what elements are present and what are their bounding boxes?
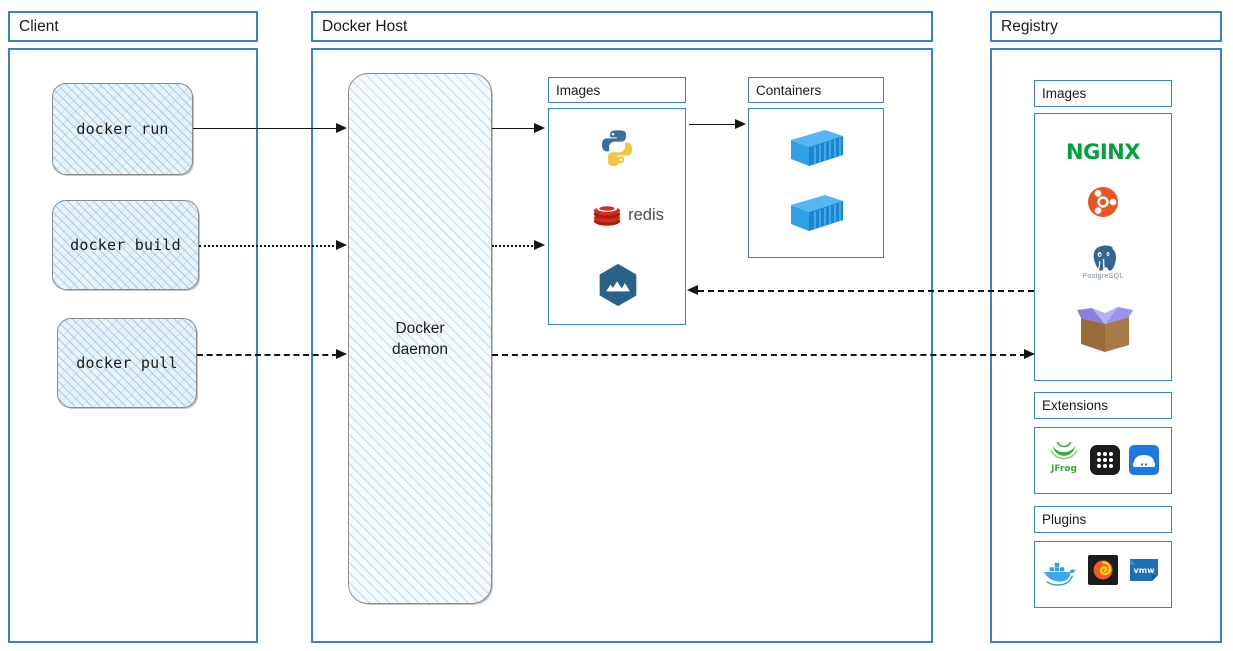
client-panel-title: Client (8, 11, 258, 42)
redis-icon: redis (578, 198, 678, 232)
jfrog-icon: JFrog (1042, 440, 1086, 482)
registry-extensions-title-label: Extensions (1042, 398, 1109, 413)
postgresql-label: PostgreSQL (1082, 273, 1124, 280)
command-label-docker-build: docker build (70, 236, 181, 254)
registry-plugins-title-label: Plugins (1042, 512, 1087, 527)
registry-images-title-label: Images (1042, 86, 1087, 101)
registry-extensions-title: Extensions (1034, 392, 1172, 419)
container-icon (784, 125, 846, 171)
docker-host-panel-title: Docker Host (311, 11, 933, 42)
docker-host-title-label: Docker Host (322, 17, 408, 35)
grid-apps-icon (1089, 444, 1121, 476)
client-title-label: Client (19, 17, 59, 35)
registry-panel-title: Registry (990, 11, 1222, 42)
container-icon (784, 190, 846, 236)
host-images-title: Images (548, 77, 686, 103)
containers-title-label: Containers (756, 82, 822, 98)
registry-plugins-title: Plugins (1034, 506, 1172, 533)
postgresql-icon: PostgreSQL (1073, 243, 1133, 287)
docker-daemon-box[interactable]: Docker daemon (348, 73, 492, 604)
host-images-title-label: Images (556, 82, 601, 98)
redis-label: redis (628, 205, 664, 224)
command-box-docker-pull[interactable]: docker pull (57, 318, 197, 408)
package-box-icon (1073, 305, 1137, 357)
svg-text:vmw: vmw (1134, 566, 1156, 575)
command-box-docker-build[interactable]: docker build (52, 200, 199, 290)
nginx-icon: NGINX (1050, 138, 1156, 166)
containers-title: Containers (748, 77, 884, 103)
registry-images-title: Images (1034, 80, 1172, 107)
ubuntu-icon (1086, 185, 1120, 219)
docker-daemon-label: Docker daemon (391, 319, 448, 358)
vmware-icon: vmw (1124, 554, 1164, 586)
registry-title-label: Registry (1001, 17, 1058, 35)
command-label-docker-pull: docker pull (76, 354, 178, 372)
grafana-icon (1087, 554, 1119, 586)
python-icon (596, 126, 638, 168)
jfrog-label: JFrog (1051, 464, 1077, 474)
command-box-docker-run[interactable]: docker run (52, 83, 193, 175)
docker-whale-icon (1040, 556, 1082, 590)
command-label-docker-run: docker run (76, 120, 169, 138)
storage-icon (1128, 444, 1160, 476)
nginx-label: NGINX (1066, 140, 1140, 164)
alpine-icon (596, 262, 640, 308)
